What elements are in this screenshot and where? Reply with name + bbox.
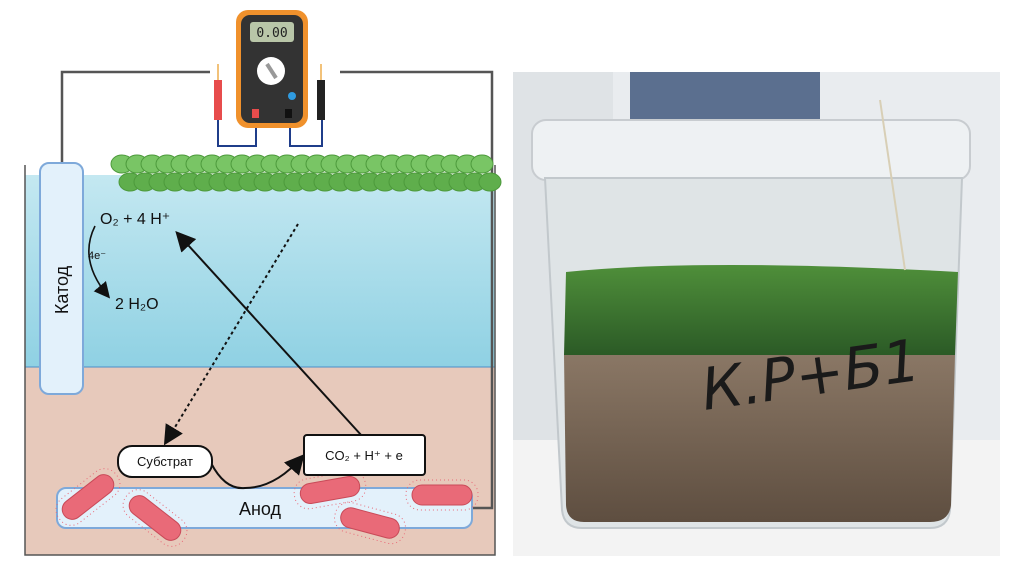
substrate-box bbox=[117, 445, 213, 478]
cathode-wire bbox=[60, 70, 210, 165]
cathode-electrode bbox=[39, 162, 84, 395]
bacteria bbox=[55, 468, 479, 547]
tank-wall bbox=[24, 165, 496, 556]
bacterium bbox=[55, 468, 121, 526]
cathode-reactant: O₂ + 4 H⁺ bbox=[100, 211, 170, 228]
bacterium bbox=[293, 470, 367, 510]
experiment-photo: К.Р+Б1 bbox=[513, 72, 1000, 556]
bacterium bbox=[405, 479, 479, 511]
electron-arrow bbox=[88, 225, 111, 299]
products-box bbox=[303, 434, 426, 476]
multimeter-display: 0.00 bbox=[256, 26, 287, 41]
plant-layer bbox=[564, 265, 958, 355]
duckweed-plants bbox=[110, 154, 502, 192]
water-layer bbox=[25, 175, 495, 367]
bacterium bbox=[122, 489, 188, 547]
duckweed-leaf bbox=[478, 172, 502, 192]
bacterium bbox=[333, 501, 407, 545]
anode-label: Анод bbox=[239, 499, 282, 519]
substrate-label: Субстрат bbox=[137, 454, 193, 469]
container-lid bbox=[531, 119, 971, 181]
proton-arrow bbox=[175, 231, 363, 437]
cathode-product: 2 H₂O bbox=[115, 296, 159, 313]
electrons-label: 4e⁻ bbox=[88, 250, 106, 262]
mfc-diagram: Катод Анод O₂ + 4 H⁺ 4e⁻ 2 H₂O Субстрат … bbox=[24, 10, 502, 556]
cathode-label: Катод bbox=[52, 265, 72, 314]
oxidation-arrow bbox=[210, 453, 305, 490]
anode-wire bbox=[340, 70, 494, 510]
duckweed-leaf bbox=[470, 154, 494, 174]
sand-layer bbox=[564, 355, 955, 522]
substrate-arrow bbox=[163, 223, 299, 446]
products-label: CO₂ + H⁺ + e bbox=[325, 448, 403, 463]
multimeter: 0.00 bbox=[214, 10, 325, 147]
